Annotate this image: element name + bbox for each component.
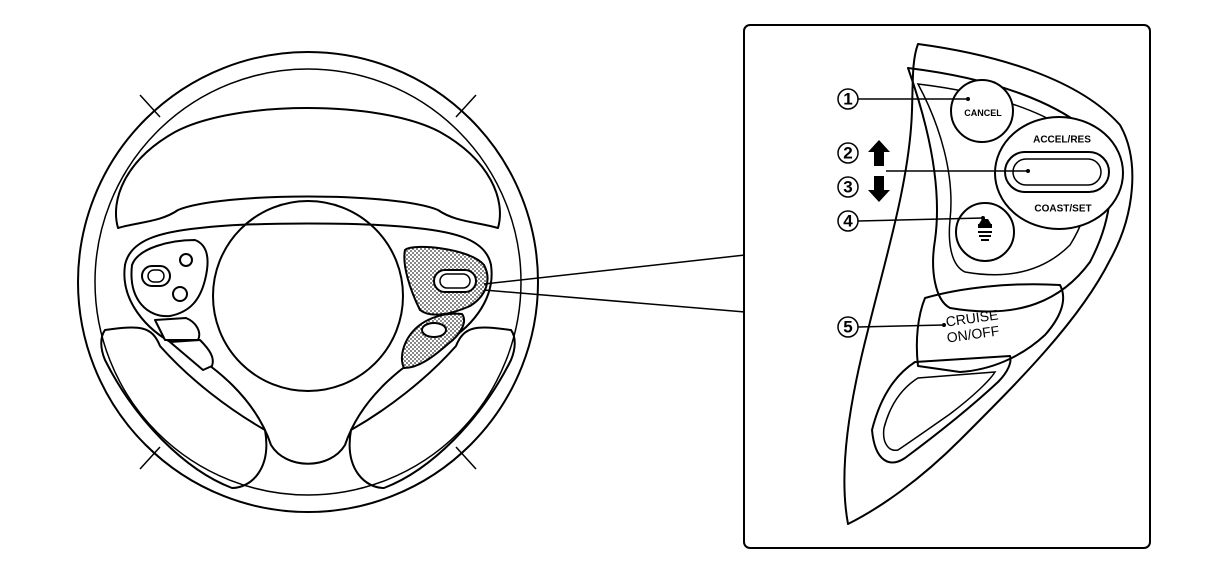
- arrow-up-icon: [868, 140, 890, 166]
- switch-housing-outer: [843, 43, 1134, 525]
- svg-text:3: 3: [843, 178, 852, 197]
- cancel-button-label: CANCEL: [964, 108, 1002, 118]
- coast-set-label: COAST/SET: [1034, 204, 1091, 215]
- right-switch-cluster: [400, 245, 489, 369]
- callout-3: 3: [837, 176, 890, 202]
- accel-res-label: ACCEL/RES: [1033, 135, 1091, 146]
- wheel-upper-opening: [114, 107, 501, 229]
- svg-text:2: 2: [843, 144, 852, 163]
- accel-coast-button-surround: [994, 116, 1124, 230]
- cruise-button-bezel: [915, 283, 1065, 373]
- switch-detail: CANCEL ACCEL/RES COAST/SET CRUISE ON/OFF: [843, 43, 1134, 525]
- wheel-outer-rim: [77, 51, 539, 513]
- airbag-pad: [212, 200, 404, 392]
- switch-upper-bezel: [907, 67, 1112, 313]
- callout-1: 1: [837, 88, 970, 110]
- callout-4: 4: [837, 210, 985, 232]
- steering-wheel: [77, 51, 539, 513]
- detail-panel-frame: [743, 24, 1151, 549]
- leader-line-lower: [483, 289, 746, 313]
- wheel-inner-rim: [94, 68, 522, 496]
- vehicle-distance-icon: [978, 219, 992, 241]
- lower-switch-inner: [882, 371, 997, 451]
- svg-text:1: 1: [843, 90, 852, 109]
- wheel-lower-right-opening: [348, 326, 516, 489]
- cruise-label-line1: CRUISE: [945, 306, 1000, 329]
- svg-text:5: 5: [843, 318, 852, 337]
- callout-5: 5: [837, 316, 946, 338]
- wheel-lower-left-opening: [100, 326, 268, 489]
- callout-2: 2: [837, 140, 890, 166]
- lower-switch-bezel: [871, 355, 1012, 464]
- cancel-button[interactable]: [950, 79, 1014, 143]
- left-switch-cluster: [130, 239, 214, 371]
- leader-line-upper: [483, 254, 746, 285]
- svg-text:4: 4: [843, 212, 853, 231]
- cruise-switch-lower-highlight: [400, 312, 466, 369]
- arrow-down-icon: [868, 176, 890, 202]
- accel-coast-button[interactable]: [1004, 151, 1110, 193]
- cruise-label-line2: ON/OFF: [946, 322, 1001, 345]
